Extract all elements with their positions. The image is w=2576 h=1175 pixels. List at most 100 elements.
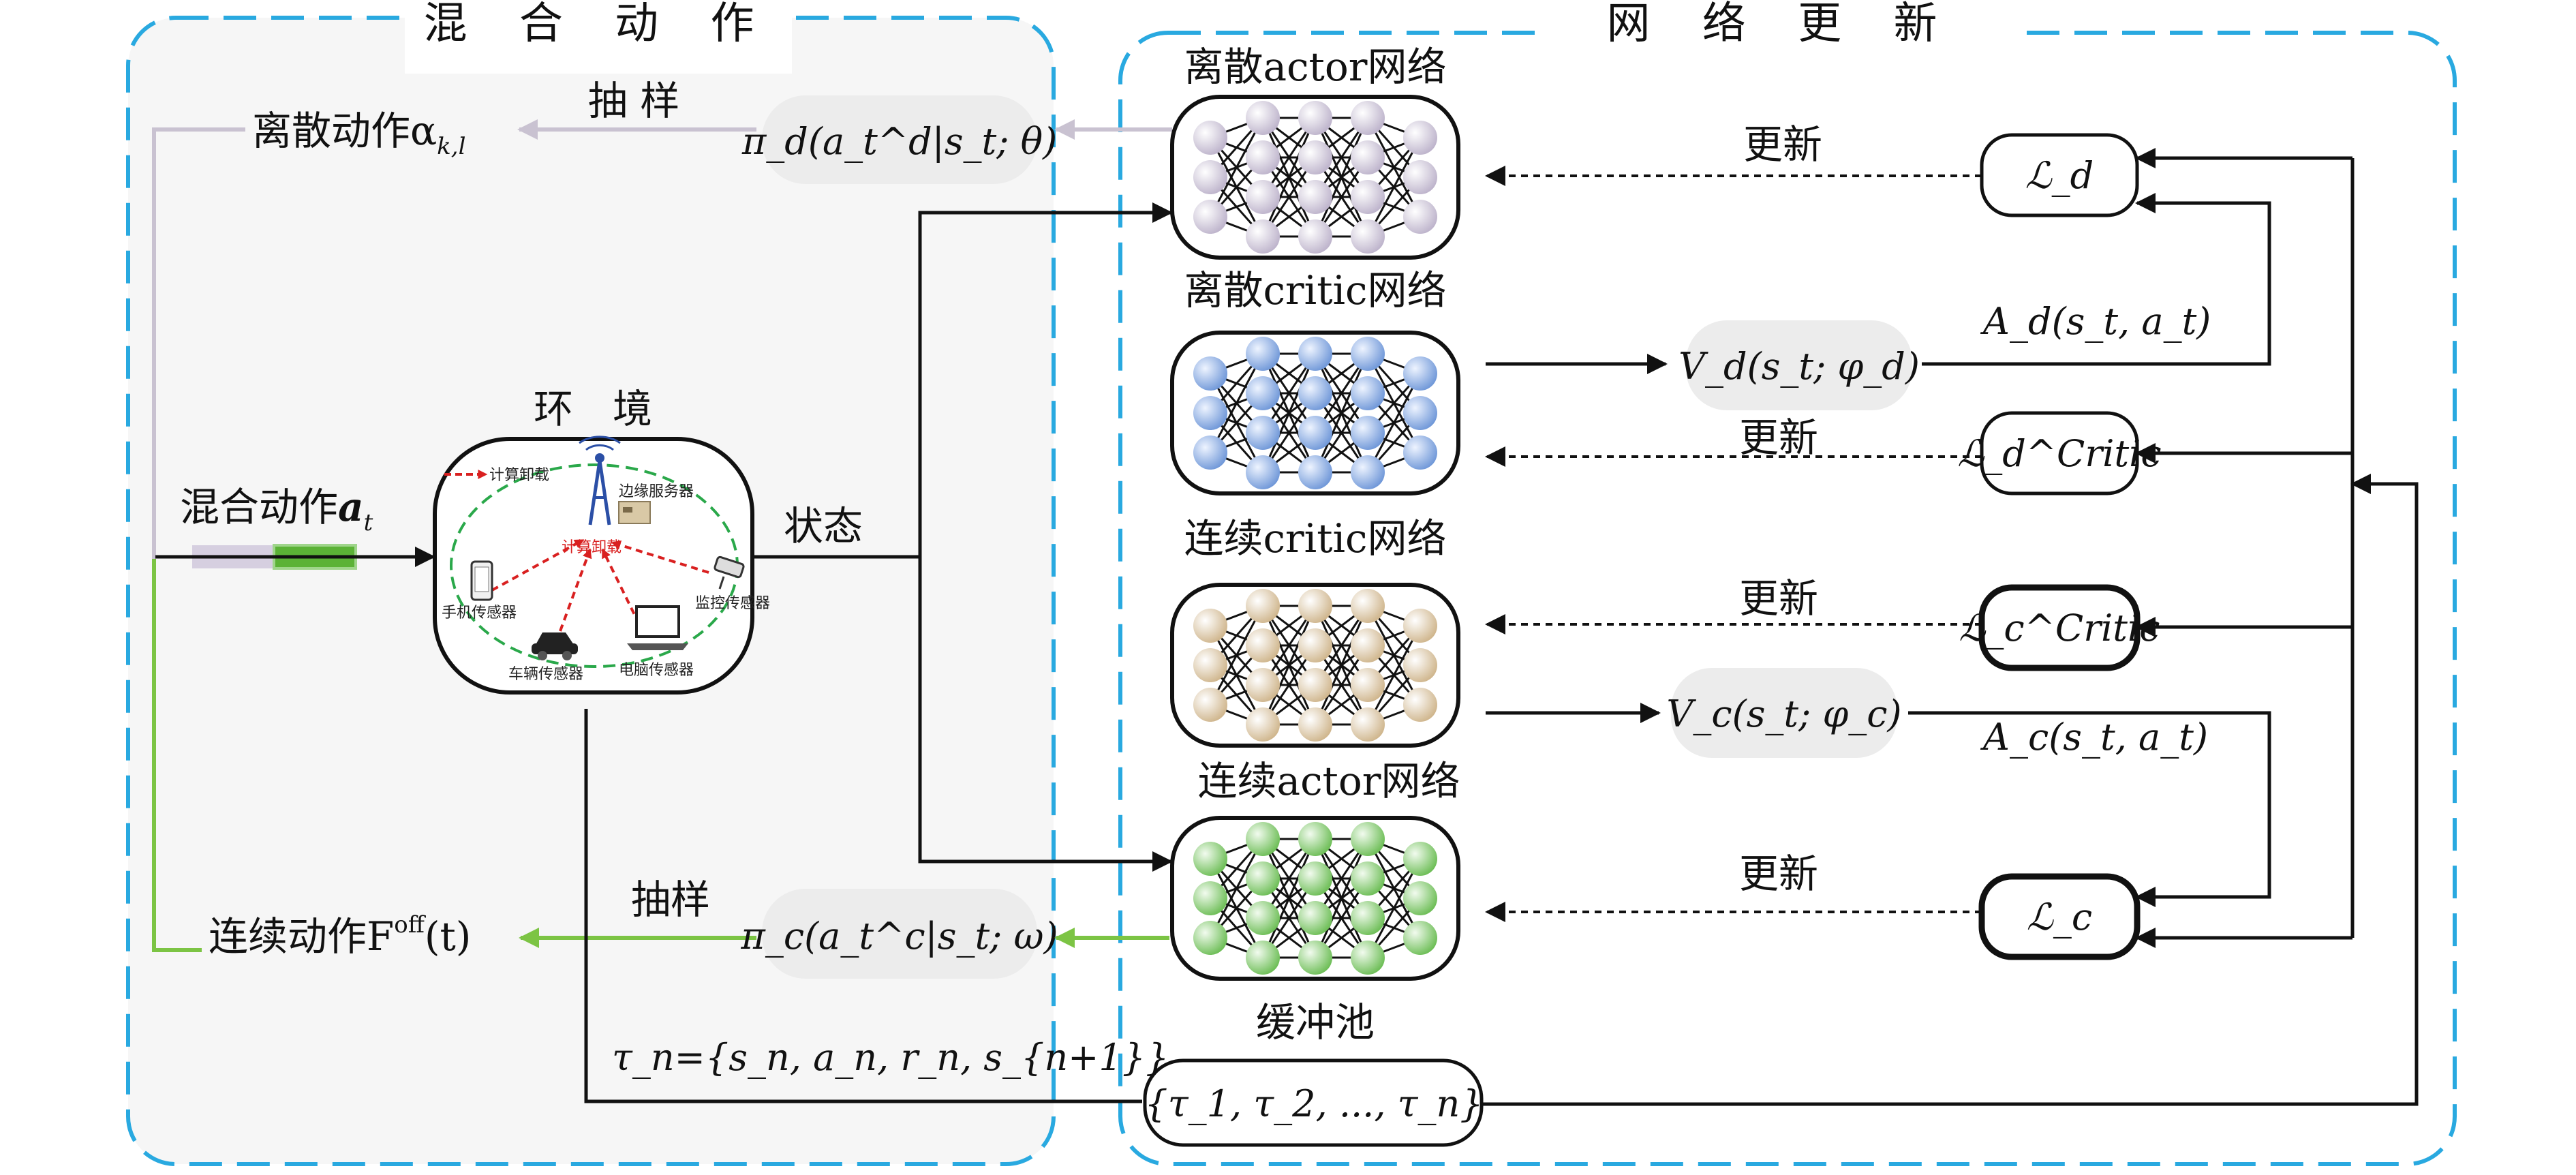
network-node <box>1246 822 1280 856</box>
buffer-title: 缓冲池 <box>1256 999 1375 1046</box>
network-node <box>1351 861 1385 896</box>
network-node <box>1193 881 1227 915</box>
loss-d-label: ℒ_d <box>2025 154 2094 197</box>
network-node <box>1193 436 1227 470</box>
network-node <box>1351 901 1385 935</box>
network-node <box>1246 707 1280 742</box>
edge-server-icon <box>618 501 651 524</box>
buffer-set-label: {τ_1, τ_2, ..., τ_n} <box>1144 1082 1483 1125</box>
discrete-actor-title: 离散actor网络 <box>1184 44 1446 90</box>
network-node <box>1351 589 1385 623</box>
network-node <box>1298 822 1332 856</box>
base-station-icon <box>579 436 621 525</box>
network-node <box>1193 609 1227 643</box>
network-node <box>1298 455 1332 489</box>
discrete-action-label: 离散动作αk,l <box>252 108 465 160</box>
network-node <box>1298 861 1332 896</box>
policy-discrete-box <box>762 95 1037 184</box>
hybrid-action-label: 混合动作at <box>180 484 373 536</box>
vehicle-sensor-icon <box>532 632 578 660</box>
network-node <box>1351 668 1385 702</box>
offload-legend-label: 计算卸载 <box>489 467 549 484</box>
network-node <box>1246 628 1280 662</box>
phone-sensor-icon <box>470 560 493 601</box>
loss-c-box <box>1978 873 2141 960</box>
vehicle-sensor-label: 车辆传感器 <box>508 666 583 683</box>
network-node <box>1193 121 1227 155</box>
discrete-critic-net <box>1170 331 1460 495</box>
network-node <box>1351 707 1385 742</box>
state-to-continuous-actor <box>918 557 1173 872</box>
value-d-label: V_d(s_t; φ_d) <box>1678 345 1920 388</box>
network-node <box>1298 901 1332 935</box>
network-node <box>1193 396 1227 430</box>
network-node <box>1351 941 1385 975</box>
network-node <box>1351 180 1385 214</box>
network-node <box>1403 842 1437 876</box>
continuous-actor-net <box>1170 816 1460 981</box>
update-label-3: 更新 <box>1739 575 1818 622</box>
loss-c-critic-label: ℒ_c^Critic <box>1959 607 2160 650</box>
value-c-box <box>1671 668 1897 758</box>
network-node <box>1246 941 1280 975</box>
computer-sensor-icon <box>627 605 688 650</box>
network-node <box>1351 140 1385 174</box>
discrete-actor-net <box>1170 95 1460 260</box>
network-node <box>1246 861 1280 896</box>
value-d-box <box>1686 320 1912 410</box>
continuous-actor-title: 连续actor网络 <box>1197 758 1460 804</box>
network-node <box>1351 822 1385 856</box>
left-section-title: 混 合 动 作 <box>423 0 773 49</box>
continuous-critic-net <box>1170 583 1460 748</box>
network-node <box>1351 416 1385 450</box>
network-node <box>1351 337 1385 371</box>
environment-title: 环 境 <box>534 386 652 432</box>
advantage-c-label: A_c(s_t, a_t) <box>1980 716 2208 759</box>
right-section-title: 网 络 更 新 <box>1606 0 1956 49</box>
network-node <box>1298 589 1332 623</box>
network-node <box>1351 101 1385 135</box>
network-node <box>1246 219 1280 254</box>
monitor-sensor-icon <box>714 555 745 590</box>
network-node <box>1403 356 1437 391</box>
network-node <box>1298 337 1332 371</box>
advantage-c-line <box>1908 711 2271 907</box>
network-node <box>1298 668 1332 702</box>
transition-label: τ_n={s_n, a_n, r_n, s_{n+1}} <box>612 1036 1169 1079</box>
value-c-label: V_c(s_t; φ_c) <box>1666 692 1901 735</box>
policy-continuous-box <box>762 889 1037 979</box>
edge-server-label: 边缘服务器 <box>619 483 694 500</box>
sample-top-label: 抽 样 <box>588 78 679 124</box>
buffer-to-losses-line <box>1482 474 2419 1106</box>
discrete-critic-title: 离散critic网络 <box>1184 267 1446 314</box>
loss-d-critic-label: ℒ_d^Critic <box>1957 432 2161 475</box>
network-node <box>1298 628 1332 662</box>
network-node <box>1193 688 1227 722</box>
update-label-4: 更新 <box>1739 851 1818 897</box>
network-node <box>1193 356 1227 391</box>
network-node <box>1403 396 1437 430</box>
network-node <box>1246 180 1280 214</box>
network-node <box>1298 101 1332 135</box>
discrete-feedback-line <box>152 127 245 559</box>
advantage-d-line <box>1922 193 2271 366</box>
network-node <box>1298 416 1332 450</box>
sample-bottom-label: 抽样 <box>631 876 710 923</box>
continuous-critic-title: 连续critic网络 <box>1184 515 1446 562</box>
network-node <box>1246 668 1280 702</box>
network-node <box>1403 881 1437 915</box>
policy-continuous-label: π_c(a_t^c|s_t; ω) <box>740 915 1058 958</box>
network-node <box>1351 455 1385 489</box>
network-node <box>1298 219 1332 254</box>
network-node <box>1403 648 1437 682</box>
network-node <box>1246 376 1280 410</box>
network-node <box>1403 200 1437 234</box>
network-node <box>1193 921 1227 955</box>
offload-arrows <box>491 538 709 632</box>
network-node <box>1403 921 1437 955</box>
network-node <box>1246 901 1280 935</box>
network-node <box>1298 707 1332 742</box>
loss-c-label: ℒ_c <box>2027 896 2092 939</box>
network-node <box>1298 941 1332 975</box>
